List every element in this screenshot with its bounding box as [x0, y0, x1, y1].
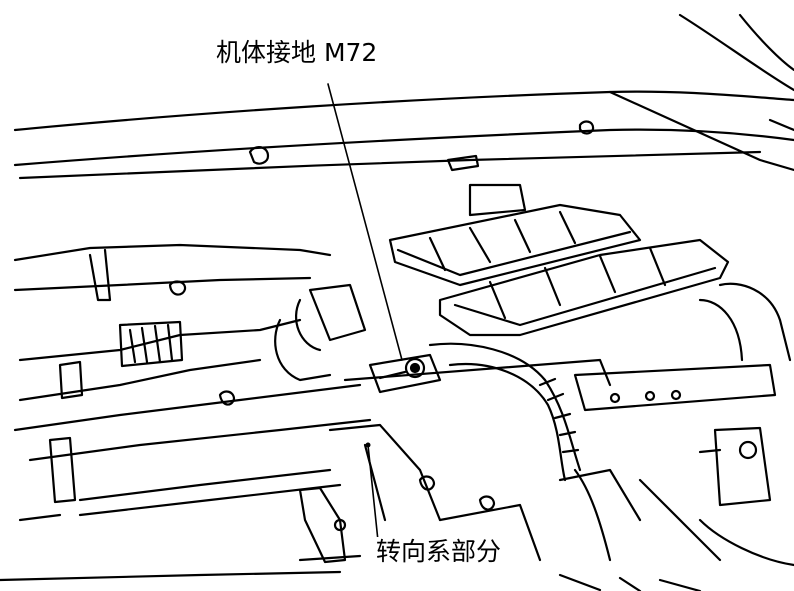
right-side-components — [573, 282, 794, 567]
ground-leader-line — [327, 83, 403, 361]
ground-point-label: 机体接地 M72 — [212, 39, 382, 66]
steering-leader-dot — [365, 442, 371, 448]
bottom-edge-lines — [0, 570, 702, 591]
steering-section-label: 转向系部分 — [370, 537, 508, 566]
air-intake-box — [388, 183, 730, 337]
right-harness — [428, 342, 612, 562]
steering-area — [298, 423, 642, 564]
left-harness-and-pipes — [13, 243, 372, 522]
cowl-panel — [13, 13, 794, 180]
ground-point-bracket — [343, 353, 612, 394]
